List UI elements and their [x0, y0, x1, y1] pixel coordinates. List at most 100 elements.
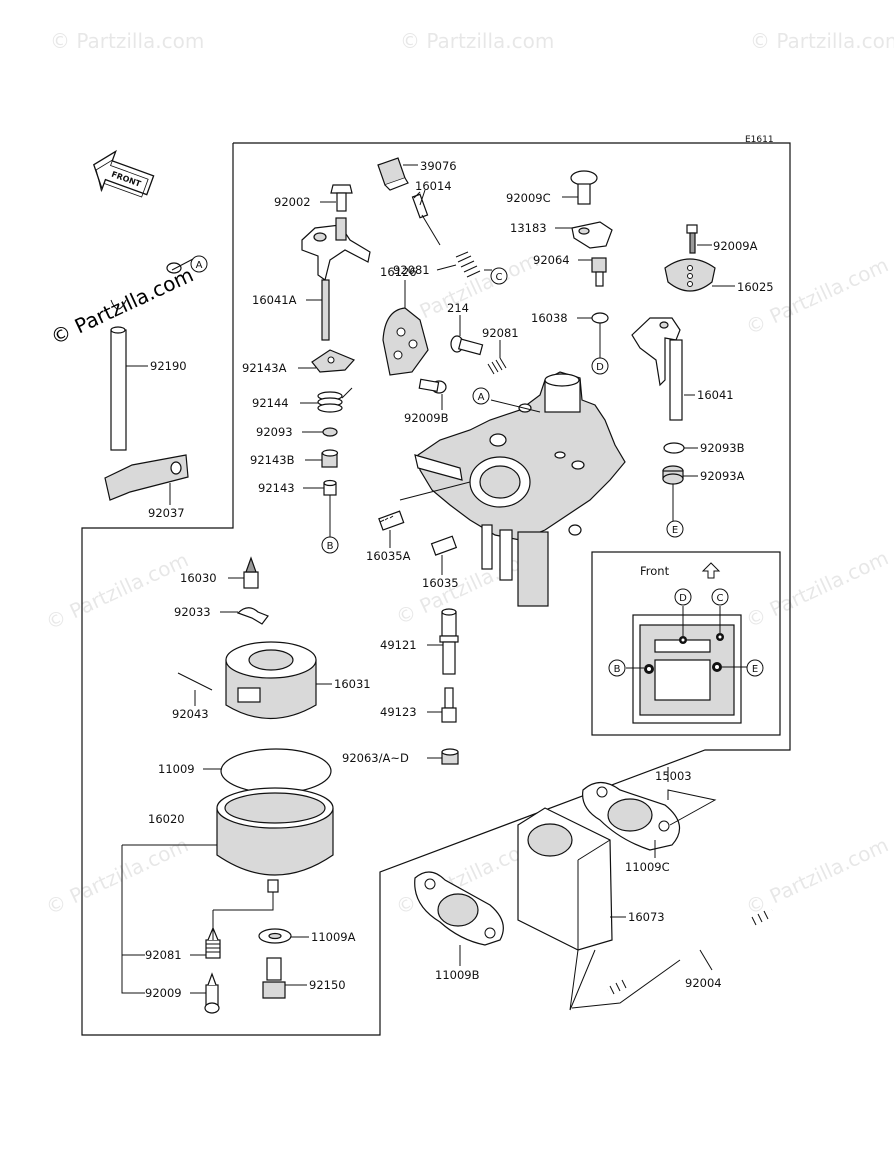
clip-92033 [236, 607, 269, 625]
part-labels: 39076 16014 92002 92009C 13183 92009A 92… [145, 159, 774, 1000]
watermark: © Partzilla.com [742, 546, 892, 633]
callout-b: B [327, 541, 334, 552]
label-16014: 16014 [415, 179, 452, 193]
front-arrow-icon: FRONT [93, 149, 155, 198]
label-39076: 39076 [420, 159, 457, 173]
carburetor-body [414, 371, 626, 607]
callout-d: D [596, 362, 604, 373]
label-15003: 15003 [655, 769, 692, 783]
gasket-11009c [582, 781, 681, 851]
cap-39076 [377, 157, 409, 191]
insulator-16073 [517, 807, 613, 951]
spring-92081-mid [487, 357, 507, 375]
float-16031 [225, 641, 317, 720]
bracket-92037 [104, 454, 189, 501]
callout-a: A [196, 260, 203, 271]
label-92143b: 92143B [250, 453, 295, 467]
callout-e: E [672, 525, 678, 536]
label-92081-a: 92081 [393, 263, 430, 277]
callout-d: D [679, 593, 687, 604]
label-92093b: 92093B [700, 441, 745, 455]
gasket-16126 [382, 307, 429, 376]
label-16025: 16025 [737, 280, 774, 294]
label-13183: 13183 [510, 221, 547, 235]
spring-92081-top [455, 251, 481, 278]
washer-92093 [322, 427, 338, 437]
jet-16035 [430, 535, 458, 556]
jet-16035a [378, 510, 405, 531]
pin-92043 [177, 672, 213, 691]
label-11009: 11009 [158, 762, 195, 776]
callout-a: A [478, 392, 485, 403]
watermark: © Partzilla.com [42, 548, 192, 635]
label-16073: 16073 [628, 910, 665, 924]
label-11009b: 11009B [435, 968, 480, 982]
spring-92081-bottom [205, 926, 221, 959]
plate-13183 [571, 221, 613, 249]
watermark: © Partzilla.com [400, 29, 554, 53]
label-16020: 16020 [148, 812, 185, 826]
label-92033: 92033 [174, 605, 211, 619]
callout-e: E [752, 664, 758, 675]
watermark: © Partzilla.com [750, 29, 894, 53]
label-16126: 16126 [380, 265, 417, 279]
label-92009c: 92009C [506, 191, 551, 205]
label-49123: 49123 [380, 705, 417, 719]
seal-92093a [662, 465, 684, 485]
washer-11009a [258, 928, 292, 944]
throttle-lever-16041 [631, 317, 683, 421]
bush-92143b [321, 449, 339, 468]
plate-16025 [664, 258, 716, 292]
arrow-up-icon [701, 562, 721, 579]
main-jet-92063 [441, 748, 459, 765]
watermark: © Partzilla.com [742, 253, 892, 340]
screw-92009c [570, 170, 598, 205]
cam-92143a [311, 349, 356, 373]
label-16041: 16041 [697, 388, 734, 402]
label-11009c: 11009C [625, 860, 670, 874]
needle-16014 [411, 191, 441, 246]
screw-92009 [204, 972, 220, 1014]
label-92081-b: 92081 [482, 326, 519, 340]
inset-carb-bottom-view [626, 606, 747, 724]
choke-lever-16041a [301, 217, 371, 341]
label-16035: 16035 [422, 576, 459, 590]
label-16041a: 16041A [252, 293, 297, 307]
inset-box [591, 551, 781, 736]
label-92037: 92037 [148, 506, 185, 520]
label-92093a: 92093A [700, 469, 745, 483]
label-92081-c: 92081 [145, 948, 182, 962]
gasket-11009 [220, 748, 332, 794]
label-92009: 92009 [145, 986, 182, 1000]
watermark: © Partzilla.com [42, 833, 192, 920]
callout-c: C [717, 593, 724, 604]
emulsion-tube-49121 [439, 608, 459, 675]
label-49121: 49121 [380, 638, 417, 652]
washer-92093b [663, 442, 685, 454]
spring-92144 [317, 387, 353, 413]
label-92009b: 92009B [404, 411, 449, 425]
label-92004: 92004 [685, 976, 722, 990]
callout-c: C [496, 272, 503, 283]
label-92144: 92144 [252, 396, 289, 410]
jet-92064 [591, 257, 607, 287]
label-16035a: 16035A [366, 549, 411, 563]
label-92064: 92064 [533, 253, 570, 267]
label-92009a: 92009A [713, 239, 758, 253]
label-16031: 16031 [334, 677, 371, 691]
watermark: © Partzilla.com [50, 29, 204, 53]
bolt-92150 [262, 957, 286, 999]
float-valve-16030 [243, 556, 259, 589]
jet-49123 [441, 687, 457, 723]
inset-title: Front [640, 564, 670, 578]
diagram-code: E1611 [745, 135, 774, 145]
label-214: 214 [447, 301, 469, 315]
label-92143: 92143 [258, 481, 295, 495]
watermark: © Partzilla.com [742, 833, 892, 920]
bush-92143 [323, 479, 337, 496]
label-92063: 92063/A~D [342, 751, 409, 765]
o-ring-16038 [591, 312, 609, 324]
label-92043: 92043 [172, 707, 209, 721]
